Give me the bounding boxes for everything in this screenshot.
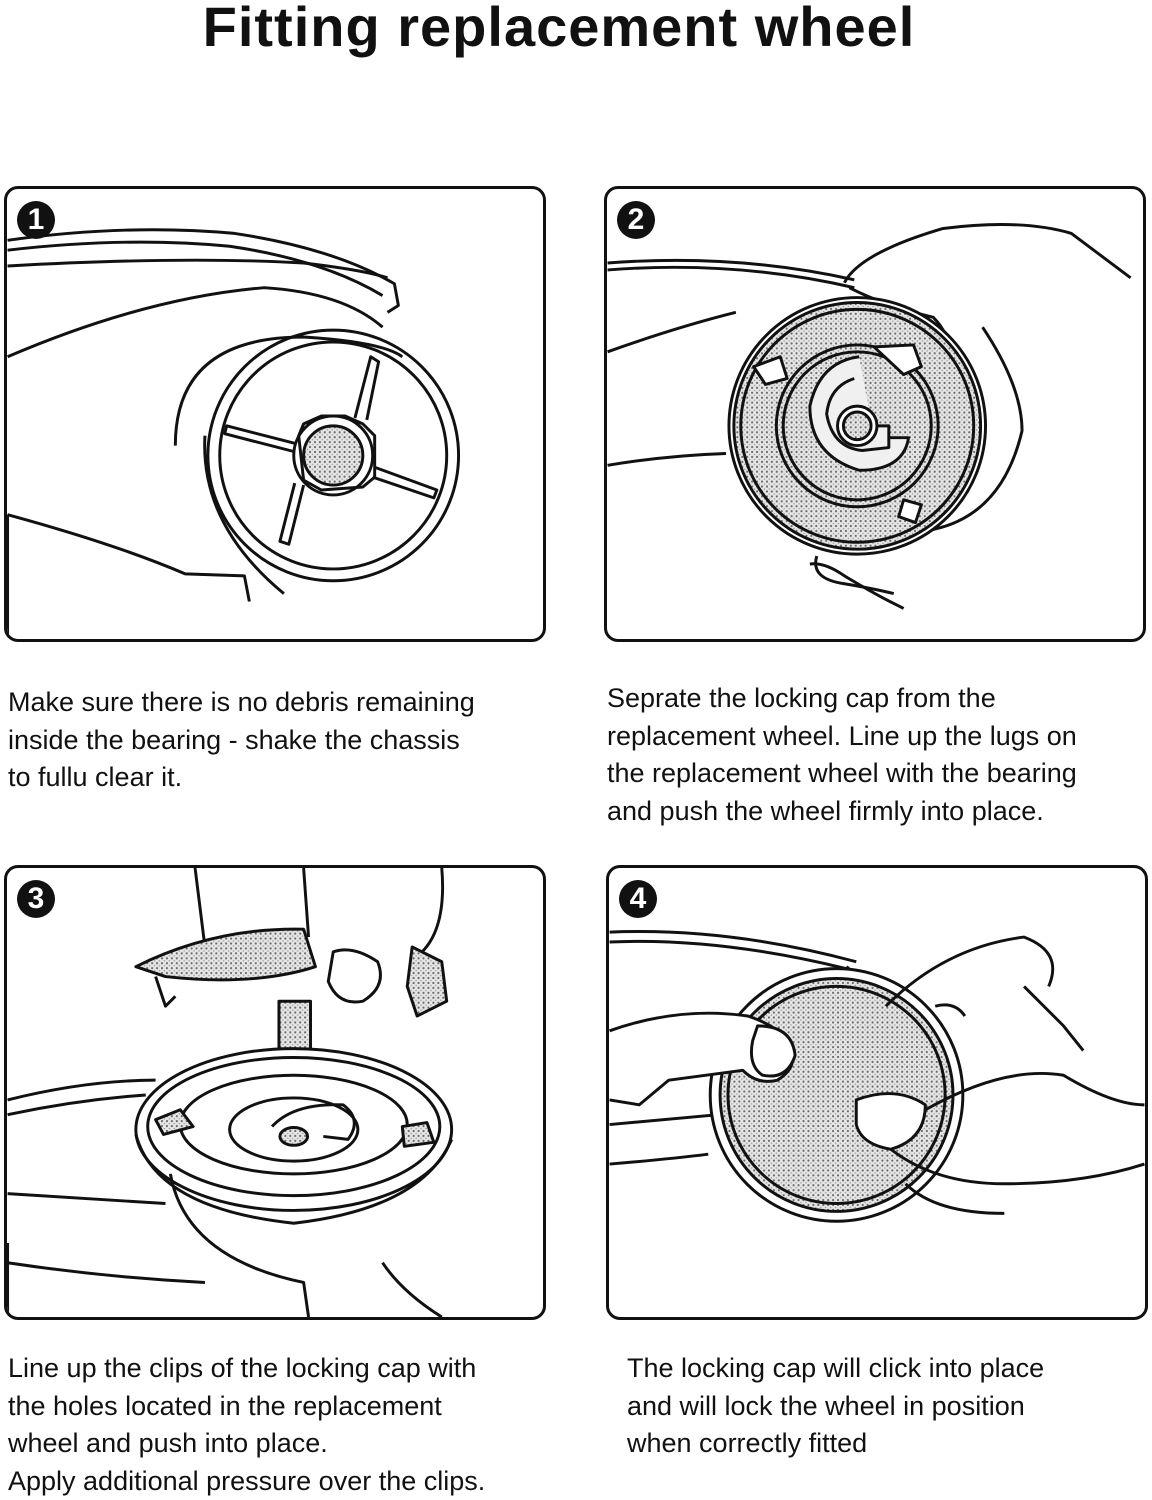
step-4-badge: 4	[619, 880, 657, 918]
step-2-caption: Seprate the locking cap from the replace…	[607, 680, 1077, 830]
caption-line: Make sure there is no debris remaining	[8, 687, 475, 717]
step-2-illustration: 2	[604, 186, 1146, 642]
caption-line: when correctly fitted	[627, 1428, 868, 1459]
cap-locked-drawing	[609, 930, 1145, 1223]
caption-line: inside the bearing - shake the chassis	[8, 724, 460, 755]
step-3-illustration: 3	[4, 865, 546, 1320]
caption-line: and will lock the wheel in position	[627, 1390, 1025, 1421]
caption-line: the holes located in the replacement	[8, 1390, 442, 1421]
clips-alignment-drawing	[7, 868, 454, 1317]
wheel-bearing-drawing	[7, 228, 461, 639]
step-3-caption: Line up the clips of the locking cap wit…	[8, 1350, 485, 1500]
caption-line: The locking cap will click into place	[627, 1353, 1045, 1383]
step-1-illustration: 1	[4, 186, 546, 642]
caption-line: wheel and push into place.	[8, 1428, 328, 1459]
caption-line: and push the wheel firmly into place.	[607, 795, 1044, 826]
step-4-caption: The locking cap will click into place an…	[627, 1350, 1044, 1463]
page-title: Fitting replacement wheel	[202, 0, 916, 58]
step-4-illustration: 4	[606, 865, 1148, 1320]
caption-line: Seprate the locking cap from the	[607, 683, 996, 713]
step-1-badge: 1	[17, 201, 55, 239]
caption-line: to fullu clear it.	[8, 762, 183, 793]
step-1-caption: Make sure there is no debris remaining i…	[8, 684, 475, 797]
step-3-badge: 3	[17, 880, 55, 918]
caption-line: the replacement wheel with the bearing	[607, 758, 1077, 789]
step-2-badge: 2	[617, 201, 655, 239]
caption-line: Line up the clips of the locking cap wit…	[8, 1353, 477, 1383]
locking-cap-drawing	[607, 223, 1132, 610]
caption-line: Apply additional pressure over the clips…	[8, 1465, 486, 1496]
caption-line: replacement wheel. Line up the lugs on	[607, 720, 1077, 751]
